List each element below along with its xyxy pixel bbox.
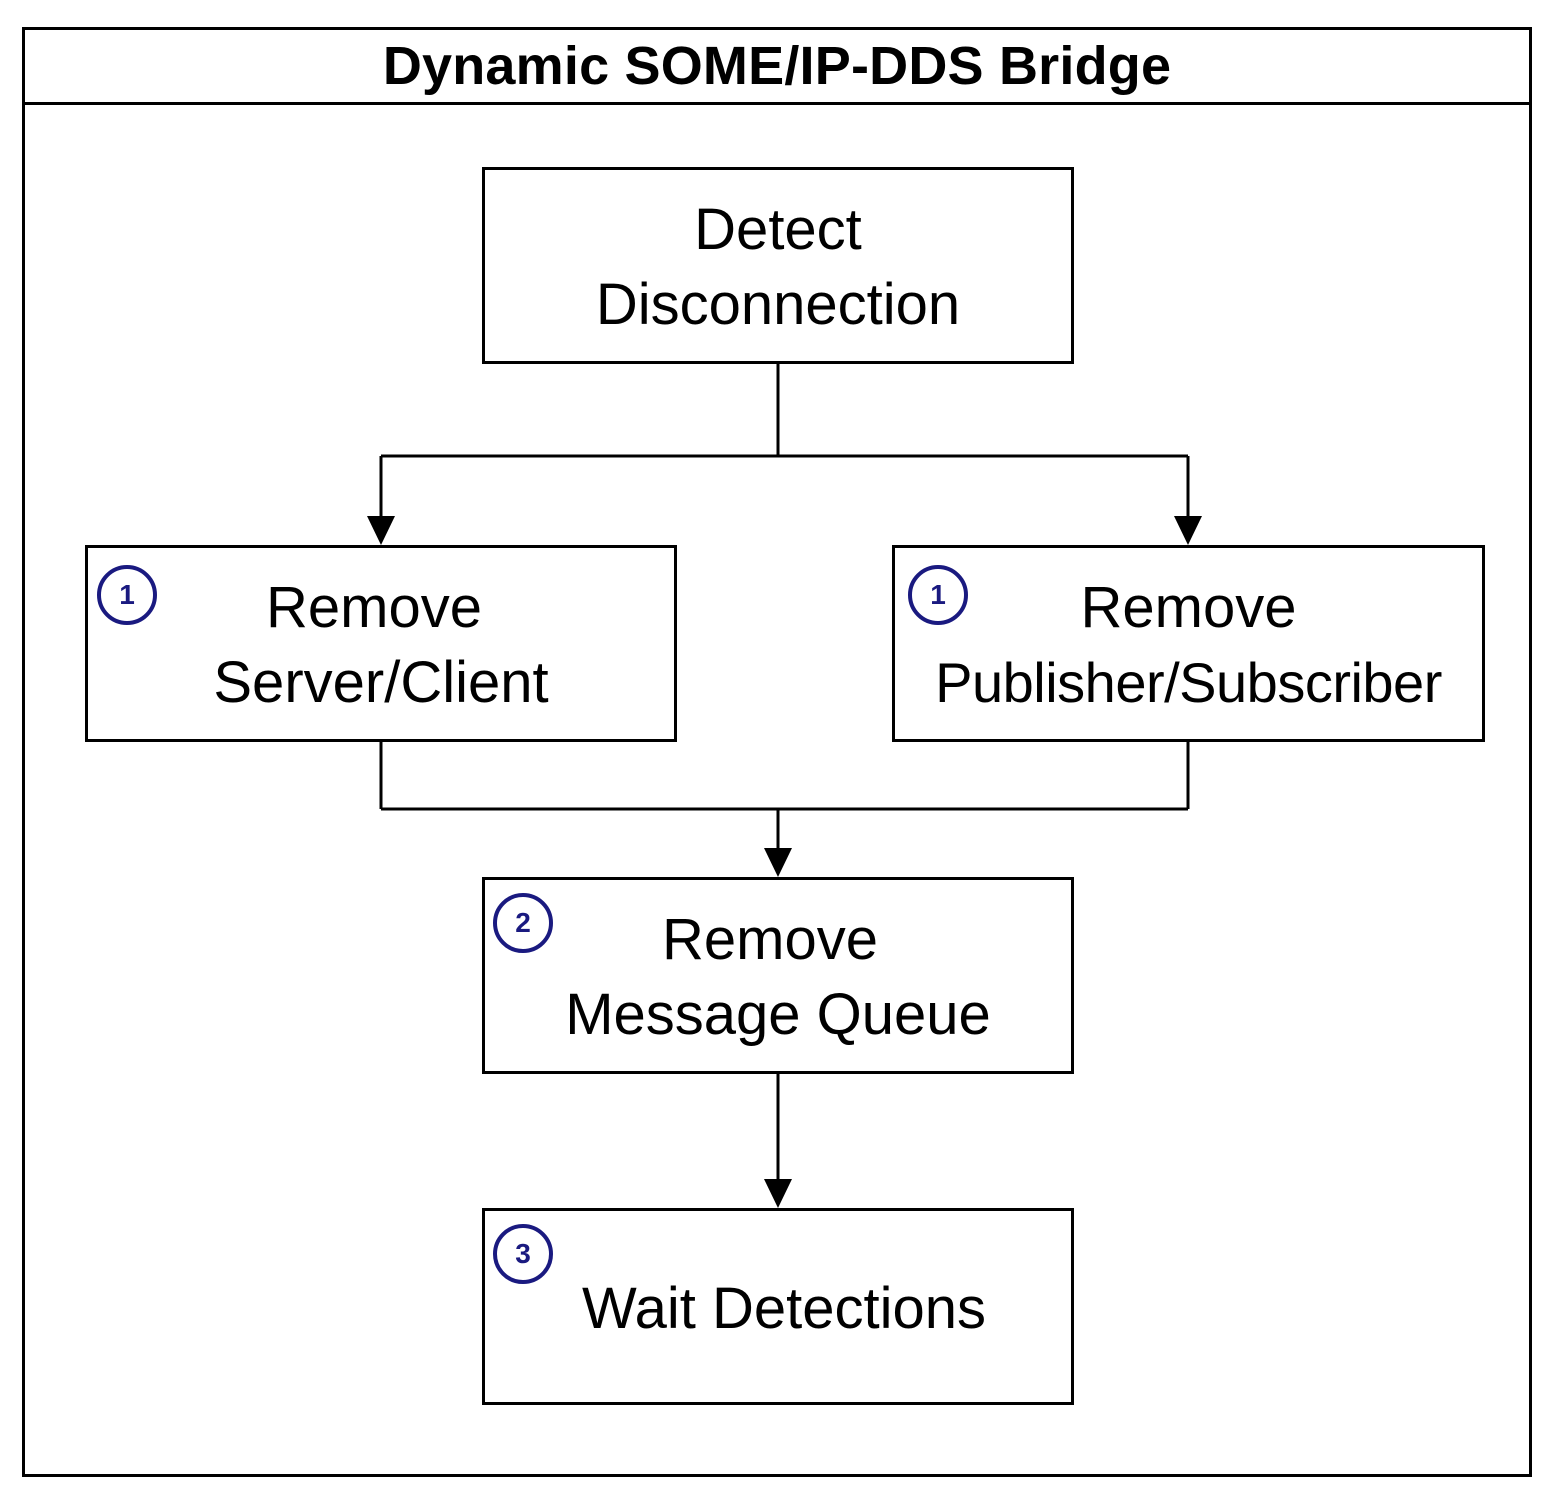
node-remove-publisher-subscriber: 1 Remove Publisher/Subscriber xyxy=(892,545,1485,742)
arrow-to-server-client xyxy=(367,456,395,545)
node-server-client-line2: Server/Client xyxy=(213,650,549,715)
node-wait-line1: Wait Detections xyxy=(582,1276,986,1341)
node-pub-sub-line2: Publisher/Subscriber xyxy=(935,651,1442,714)
node-message-queue-line1: Remove xyxy=(662,907,878,972)
frame-header: Dynamic SOME/IP-DDS Bridge xyxy=(25,30,1529,105)
node-remove-message-queue: 2 Remove Message Queue xyxy=(482,877,1074,1074)
bridge-frame: Dynamic SOME/IP-DDS Bridge xyxy=(22,27,1532,1477)
diagram-title: Dynamic SOME/IP-DDS Bridge xyxy=(382,36,1172,96)
node-remove-server-client: 1 Remove Server/Client xyxy=(85,545,677,742)
connector-merge xyxy=(379,742,1190,811)
node-pub-sub-line1: Remove xyxy=(1080,575,1297,640)
step-badge-icon: 1 xyxy=(97,565,157,625)
node-server-client-line1: Remove xyxy=(266,575,482,640)
step-badge-icon: 2 xyxy=(493,893,553,953)
node-detect-line1: Detect xyxy=(694,197,862,262)
arrow-to-publisher-subscriber xyxy=(1174,456,1202,545)
node-wait-detections: 3 Wait Detections xyxy=(482,1208,1074,1405)
node-detect-line2: Disconnection xyxy=(595,272,961,337)
node-message-queue-line2: Message Queue xyxy=(565,982,991,1047)
arrow-to-message-queue xyxy=(764,809,792,877)
connector-detect-split xyxy=(381,364,1188,458)
step-badge-icon: 3 xyxy=(493,1224,553,1284)
arrow-to-wait-detections xyxy=(764,1073,792,1208)
step-badge-icon: 1 xyxy=(908,565,968,625)
node-detect-disconnection: Detect Disconnection xyxy=(482,167,1074,364)
